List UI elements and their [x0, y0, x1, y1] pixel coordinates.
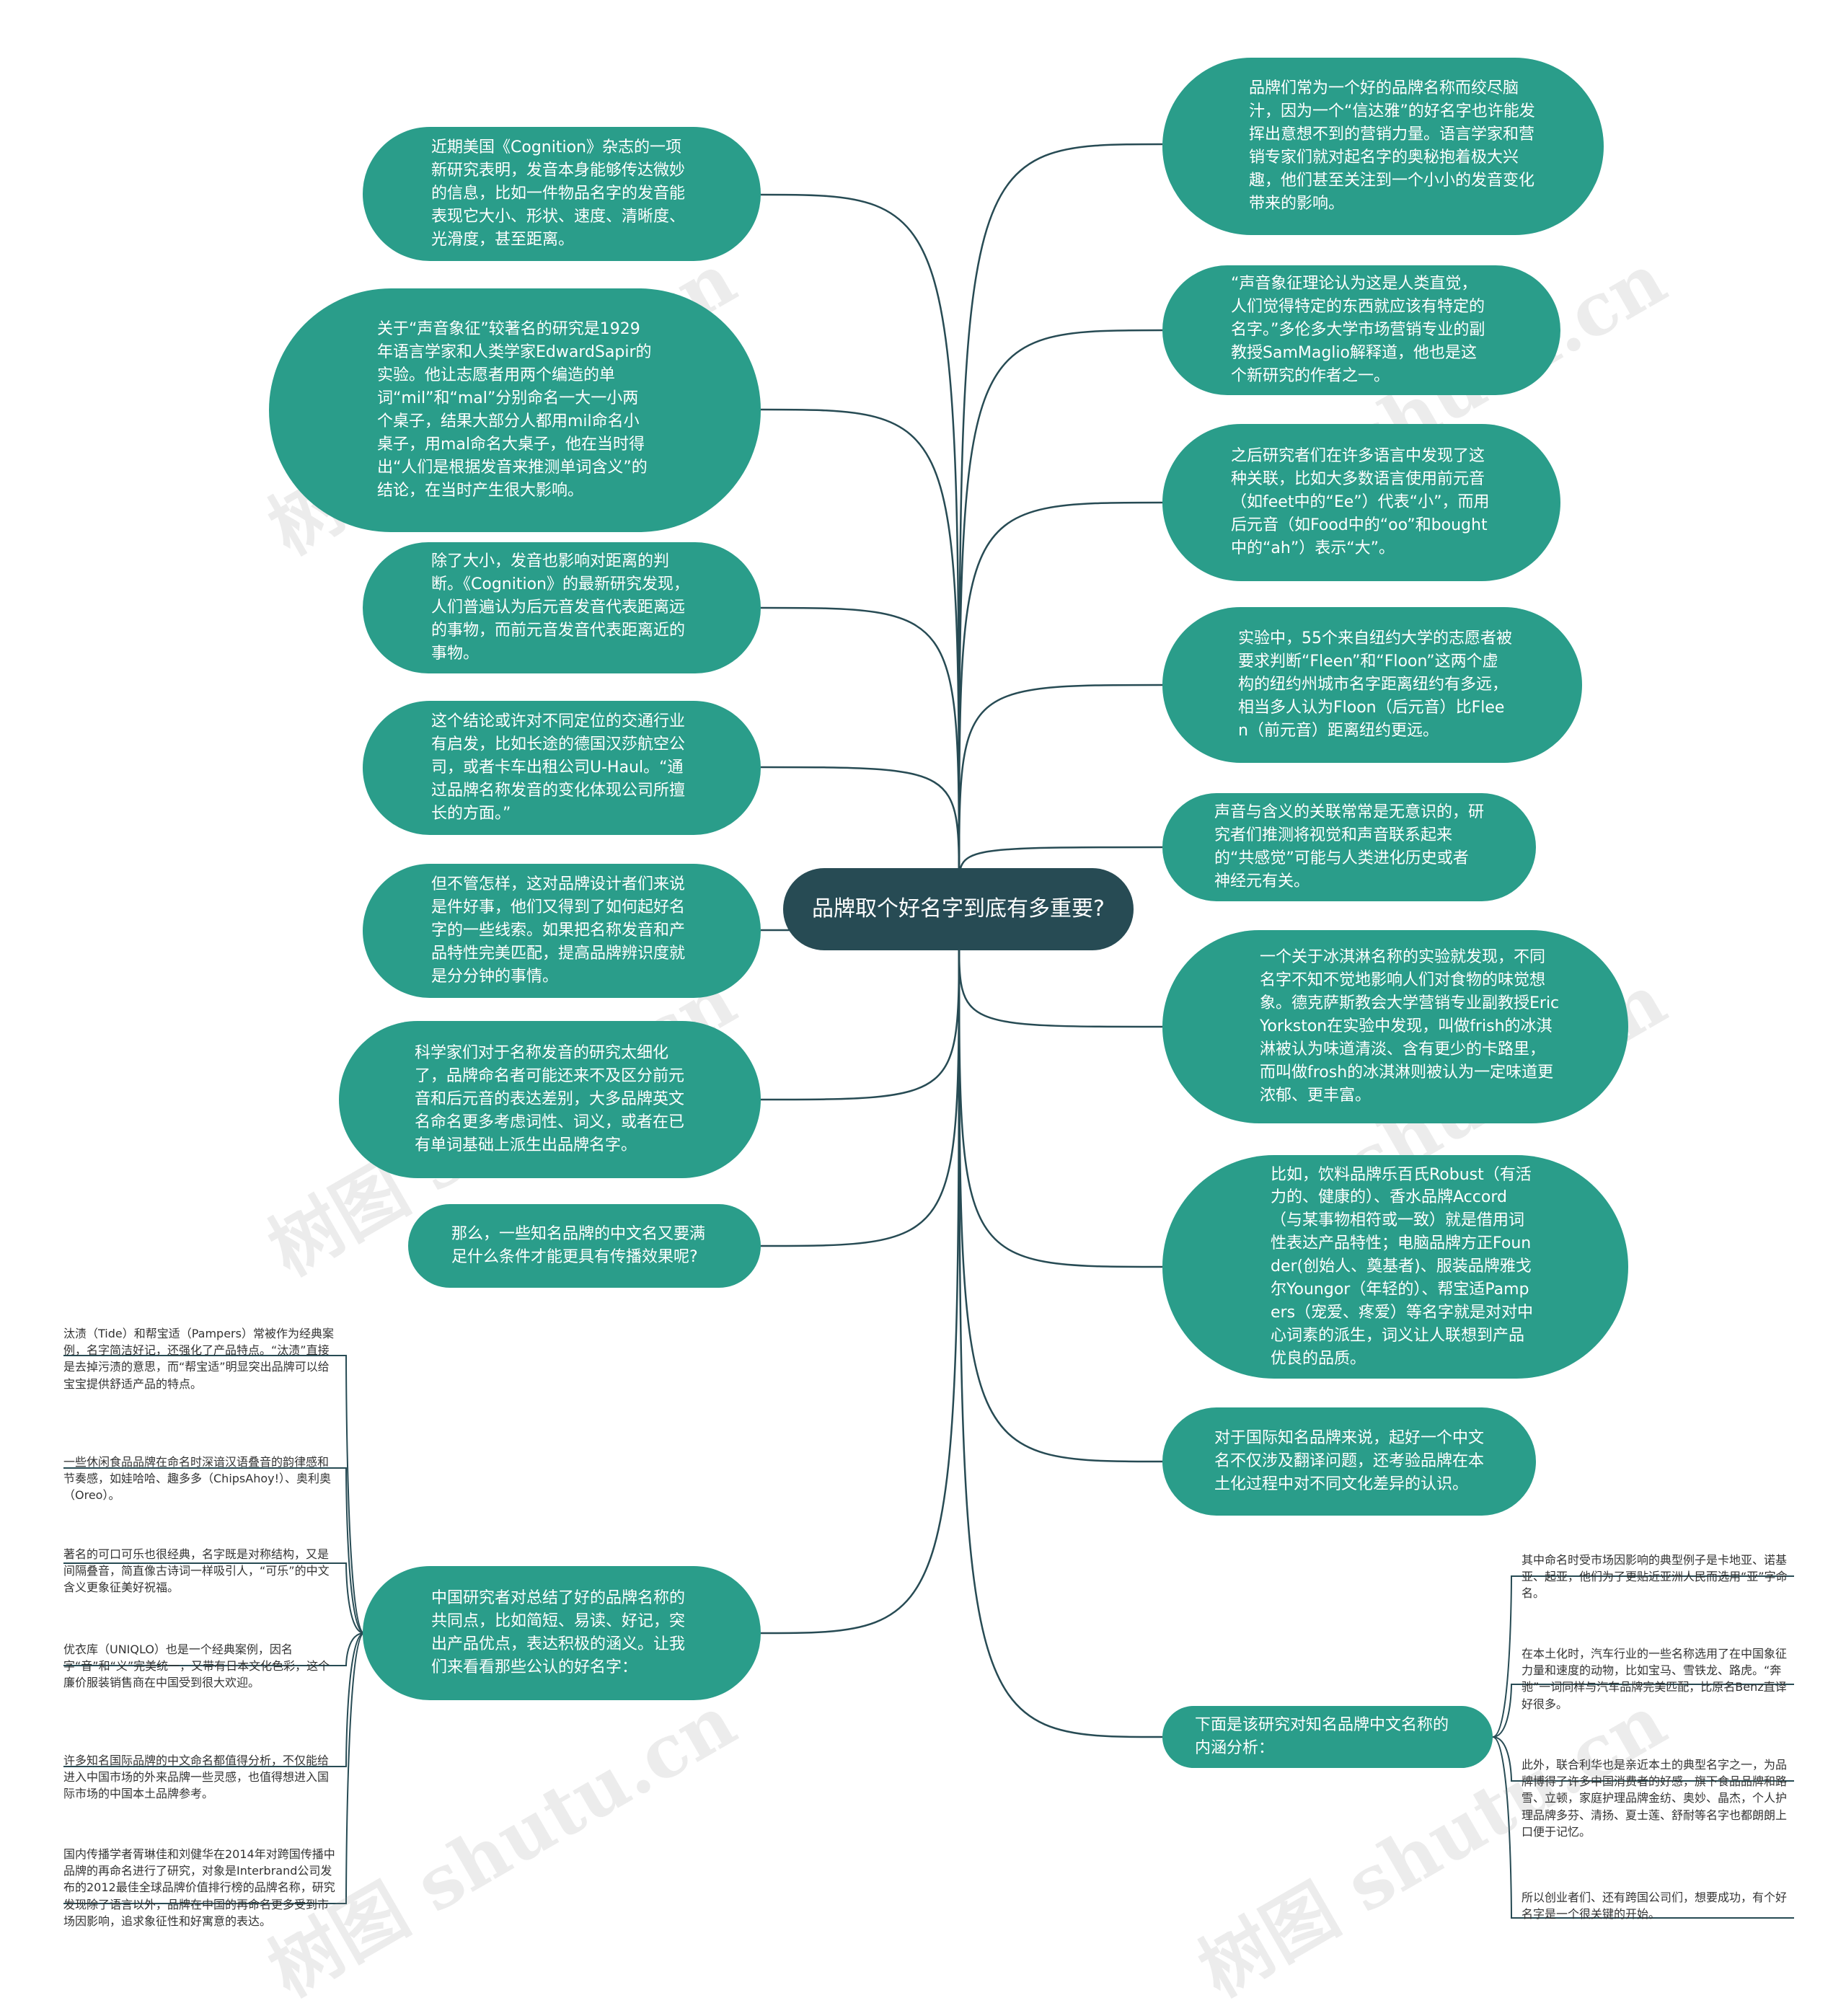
leaf-note-left-2: 一些休闲食品品牌在命名时深谙汉语叠音的韵律感和节奏感，如娃哈哈、趣多多（Chip… — [63, 1455, 332, 1503]
topic-node-left-1[interactable]: 近期美国《Cognition》杂志的一项新研究表明，发音本身能够传达微妙的信息，… — [363, 127, 761, 261]
topic-node-text: 关于“声音象征”较著名的研究是1929年语言学家和人类学家EdwardSapir… — [377, 320, 652, 500]
topic-node-text: 这个结论或许对不同定位的交通行业有启发，比如长途的德国汉莎航空公司，或者卡车出租… — [431, 712, 686, 823]
topic-node-text: 之后研究者们在许多语言中发现了这种关联，比如大多数语言使用前元音（如feet中的… — [1231, 447, 1490, 557]
topic-node-left-8[interactable]: 中国研究者对总结了好的品牌名称的共同点，比如简短、易读、好记，突出产品优点，表达… — [363, 1566, 761, 1700]
topic-node-right-9[interactable]: 下面是该研究对知名品牌中文名称的内涵分析： — [1162, 1706, 1493, 1768]
topic-node-left-6[interactable]: 科学家们对于名称发音的研究太细化了，品牌命名者可能还来不及区分前元音和后元音的表… — [339, 1021, 761, 1178]
leaf-note-right-3: 此外，联合利华也是亲近本土的典型名字之一，为品牌博得了许多中国消费者的好感，旗下… — [1522, 1758, 1788, 1839]
leaf-note-left-5: 许多知名国际品牌的中文命名都值得分析，不仅能给进入中国市场的外来品牌一些灵感，也… — [63, 1754, 330, 1801]
topic-node-text: 实验中，55个来自纽约大学的志愿者被要求判断“Fleen”和“Floon”这两个… — [1238, 629, 1512, 740]
topic-node-text: 下面是该研究对知名品牌中文名称的内涵分析： — [1195, 1716, 1449, 1757]
leaf-note-right-2: 在本土化时，汽车行业的一些名称选用了在中国象征力量和速度的动物，比如宝马、雪铁龙… — [1522, 1647, 1788, 1711]
topic-node-text: 近期美国《Cognition》杂志的一项新研究表明，发音本身能够传达微妙的信息，… — [431, 138, 686, 249]
topic-node-left-2[interactable]: 关于“声音象征”较著名的研究是1929年语言学家和人类学家EdwardSapir… — [269, 288, 761, 532]
topic-node-right-6[interactable]: 一个关于冰淇淋名称的实验就发现，不同名字不知不觉地影响人们对食物的味觉想象。德克… — [1162, 930, 1628, 1123]
topic-node-text: “声音象征理论认为这是人类直觉，人们觉得特定的东西就应该有特定的名字。”多伦多大… — [1231, 275, 1485, 385]
leaf-note-left-1: 汰渍（Tide）和帮宝适（Pampers）常被作为经典案例，名字简洁好记，还强化… — [63, 1327, 334, 1391]
leaf-note-right-1: 其中命名时受市场因影响的典型例子是卡地亚、诺基亚、起亚，他们为了更贴近亚洲人民而… — [1522, 1553, 1788, 1601]
topic-node-left-7[interactable]: 那么，一些知名品牌的中文名又要满足什么条件才能更具有传播效果呢? — [408, 1204, 761, 1288]
topic-node-left-4[interactable]: 这个结论或许对不同定位的交通行业有启发，比如长途的德国汉莎航空公司，或者卡车出租… — [363, 701, 761, 835]
topic-node-right-3[interactable]: 之后研究者们在许多语言中发现了这种关联，比如大多数语言使用前元音（如feet中的… — [1162, 424, 1560, 581]
leaf-note-right-4: 所以创业者们、还有跨国公司们，想要成功，有个好名字是一个很关键的开始。 — [1522, 1891, 1788, 1922]
topic-node-right-4[interactable]: 实验中，55个来自纽约大学的志愿者被要求判断“Fleen”和“Floon”这两个… — [1162, 607, 1582, 763]
topic-node-text: 中国研究者对总结了好的品牌名称的共同点，比如简短、易读、好记，突出产品优点，表达… — [431, 1589, 686, 1676]
topic-node-text: 对于国际知名品牌来说，起好一个中文名不仅涉及翻译问题，还考验品牌在本土化过程中对… — [1214, 1429, 1485, 1493]
topic-node-text: 一个关于冰淇淋名称的实验就发现，不同名字不知不觉地影响人们对食物的味觉想象。德克… — [1260, 948, 1560, 1105]
leaf-note-left-6: 国内传播学者胥琳佳和刘健华在2014年对跨国传播中品牌的再命名进行了研究，对象是… — [63, 1847, 335, 1928]
leaf-note-left-4: 优衣库（UNIQLO）也是一个经典案例，因名字“音”和“义”完美统一，又带有日本… — [63, 1643, 330, 1690]
topic-node-text: 除了大小，发音也影响对距离的判断。《Cognition》的最新研究发现，人们普遍… — [431, 552, 689, 663]
topic-node-left-5[interactable]: 但不管怎样，这对品牌设计者们来说是件好事，他们又得到了如何起好名字的一些线索。如… — [363, 864, 761, 998]
topic-node-right-5[interactable]: 声音与含义的关联常常是无意识的，研究者们推测将视觉和声音联系起来的“共感觉”可能… — [1162, 793, 1536, 901]
topic-node-text: 声音与含义的关联常常是无意识的，研究者们推测将视觉和声音联系起来的“共感觉”可能… — [1214, 803, 1485, 890]
topic-node-right-8[interactable]: 对于国际知名品牌来说，起好一个中文名不仅涉及翻译问题，还考验品牌在本土化过程中对… — [1162, 1407, 1536, 1516]
topic-node-text: 但不管怎样，这对品牌设计者们来说是件好事，他们又得到了如何起好名字的一些线索。如… — [431, 875, 686, 986]
topic-node-right-1[interactable]: 品牌们常为一个好的品牌名称而绞尽脑汁，因为一个“信达雅”的好名字也许能发挥出意想… — [1162, 58, 1604, 235]
topic-node-text: 比如，饮料品牌乐百氏Robust（有活力的、健康的）、香水品牌Accord（与某… — [1271, 1165, 1534, 1368]
topic-node-text: 品牌们常为一个好的品牌名称而绞尽脑汁，因为一个“信达雅”的好名字也许能发挥出意想… — [1249, 79, 1535, 213]
topic-node-right-2[interactable]: “声音象征理论认为这是人类直觉，人们觉得特定的东西就应该有特定的名字。”多伦多大… — [1162, 265, 1560, 395]
topic-node-text: 那么，一些知名品牌的中文名又要满足什么条件才能更具有传播效果呢? — [451, 1225, 706, 1266]
topic-node-right-7[interactable]: 比如，饮料品牌乐百氏Robust（有活力的、健康的）、香水品牌Accord（与某… — [1162, 1155, 1628, 1379]
root-node[interactable]: 品牌取个好名字到底有多重要? — [783, 868, 1134, 950]
topic-node-text: 科学家们对于名称发音的研究太细化了，品牌命名者可能还来不及区分前元音和后元音的表… — [415, 1044, 685, 1154]
root-node-label: 品牌取个好名字到底有多重要? — [812, 896, 1105, 921]
leaf-note-left-3: 著名的可口可乐也很经典，名字既是对称结构，又是间隔叠音，简直像古诗词一样吸引人，… — [63, 1547, 330, 1595]
topic-node-left-3[interactable]: 除了大小，发音也影响对距离的判断。《Cognition》的最新研究发现，人们普遍… — [363, 542, 761, 673]
